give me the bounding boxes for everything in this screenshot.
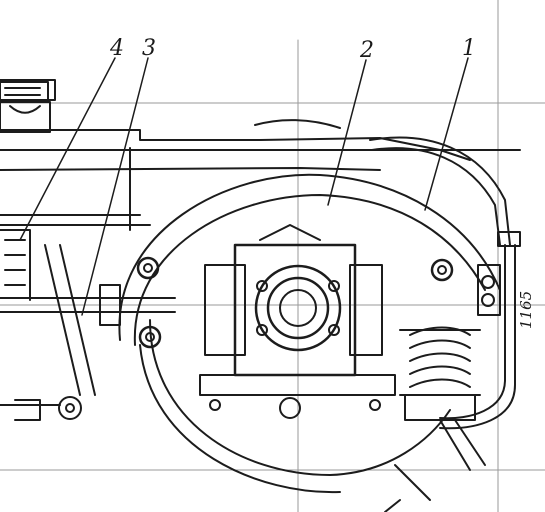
top-left-unit — [0, 81, 51, 133]
callout-1: 1 — [462, 36, 476, 61]
air-pipe — [369, 136, 521, 430]
callout-2: 2 — [360, 38, 374, 63]
coil-spring — [399, 326, 481, 421]
callout-4: 4 — [110, 36, 124, 61]
leader-lines — [19, 57, 469, 316]
figure-number: 1165 — [517, 290, 535, 329]
wheel-guard — [118, 119, 501, 494]
axle-box — [199, 224, 396, 419]
hose — [384, 419, 486, 512]
frame-beam — [0, 79, 521, 231]
callout-3: 3 — [142, 36, 156, 61]
brake-rods — [0, 229, 176, 421]
frame-bolts — [136, 256, 501, 349]
